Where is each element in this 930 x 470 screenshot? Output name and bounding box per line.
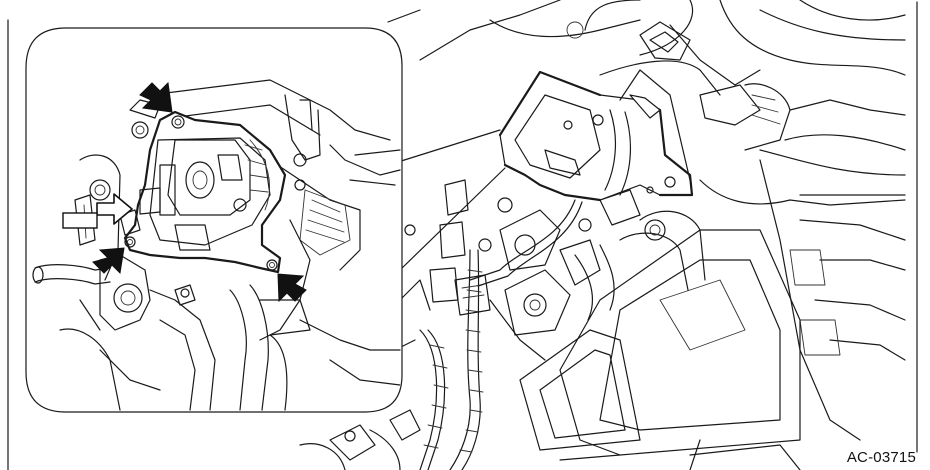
- main-assembly-drawing: [299, 0, 906, 470]
- callout-arrow-bottom-left: [92, 247, 125, 275]
- mode-actuator-detail: [119, 110, 287, 274]
- detail-inset: [25, 27, 403, 413]
- zoom-callout-line-bottom: [399, 167, 506, 271]
- mode-actuator-main-view: [469, 69, 694, 287]
- callout-arrow-outline: [96, 193, 133, 225]
- figure-reference-code: AC-03715: [846, 449, 916, 466]
- callout-leader-box: [62, 212, 98, 229]
- callout-arrow-bottom-right: [277, 273, 307, 303]
- zoom-callout-line-top: [397, 129, 501, 163]
- callout-arrow-top: [139, 81, 173, 113]
